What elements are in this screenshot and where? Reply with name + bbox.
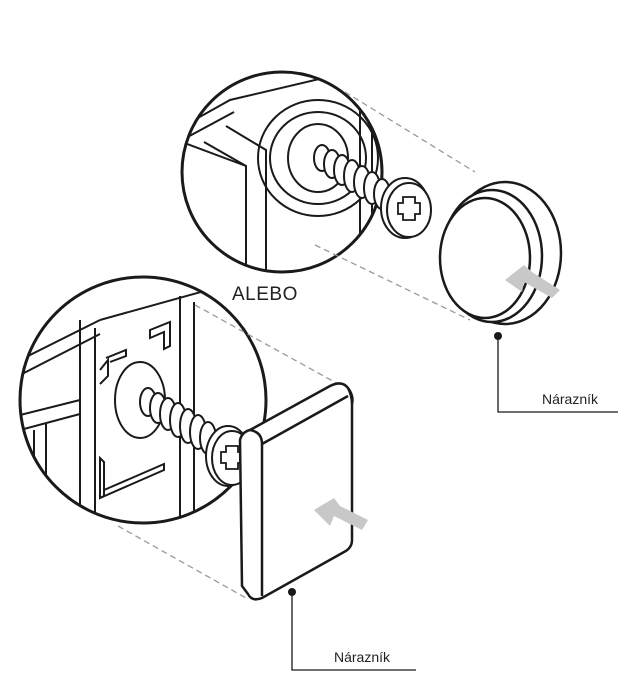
bumper-square-leader [288, 588, 416, 671]
screw-icon [313, 144, 432, 239]
round-bumper [438, 180, 563, 326]
bumper-square-label: Nárazník [334, 649, 391, 665]
top-guide-lines [314, 91, 476, 321]
bumper-round-leader [494, 332, 618, 413]
square-bumper [238, 382, 354, 601]
or-label: ALEBO [232, 284, 298, 305]
bottom-guide-lines [117, 304, 341, 599]
push-arrow-icon [314, 498, 368, 530]
bumper-round-label: Nárazník [542, 391, 599, 407]
bottom-magnifier [18, 275, 416, 671]
top-magnifier [180, 70, 618, 413]
push-arrow-icon [505, 265, 560, 298]
